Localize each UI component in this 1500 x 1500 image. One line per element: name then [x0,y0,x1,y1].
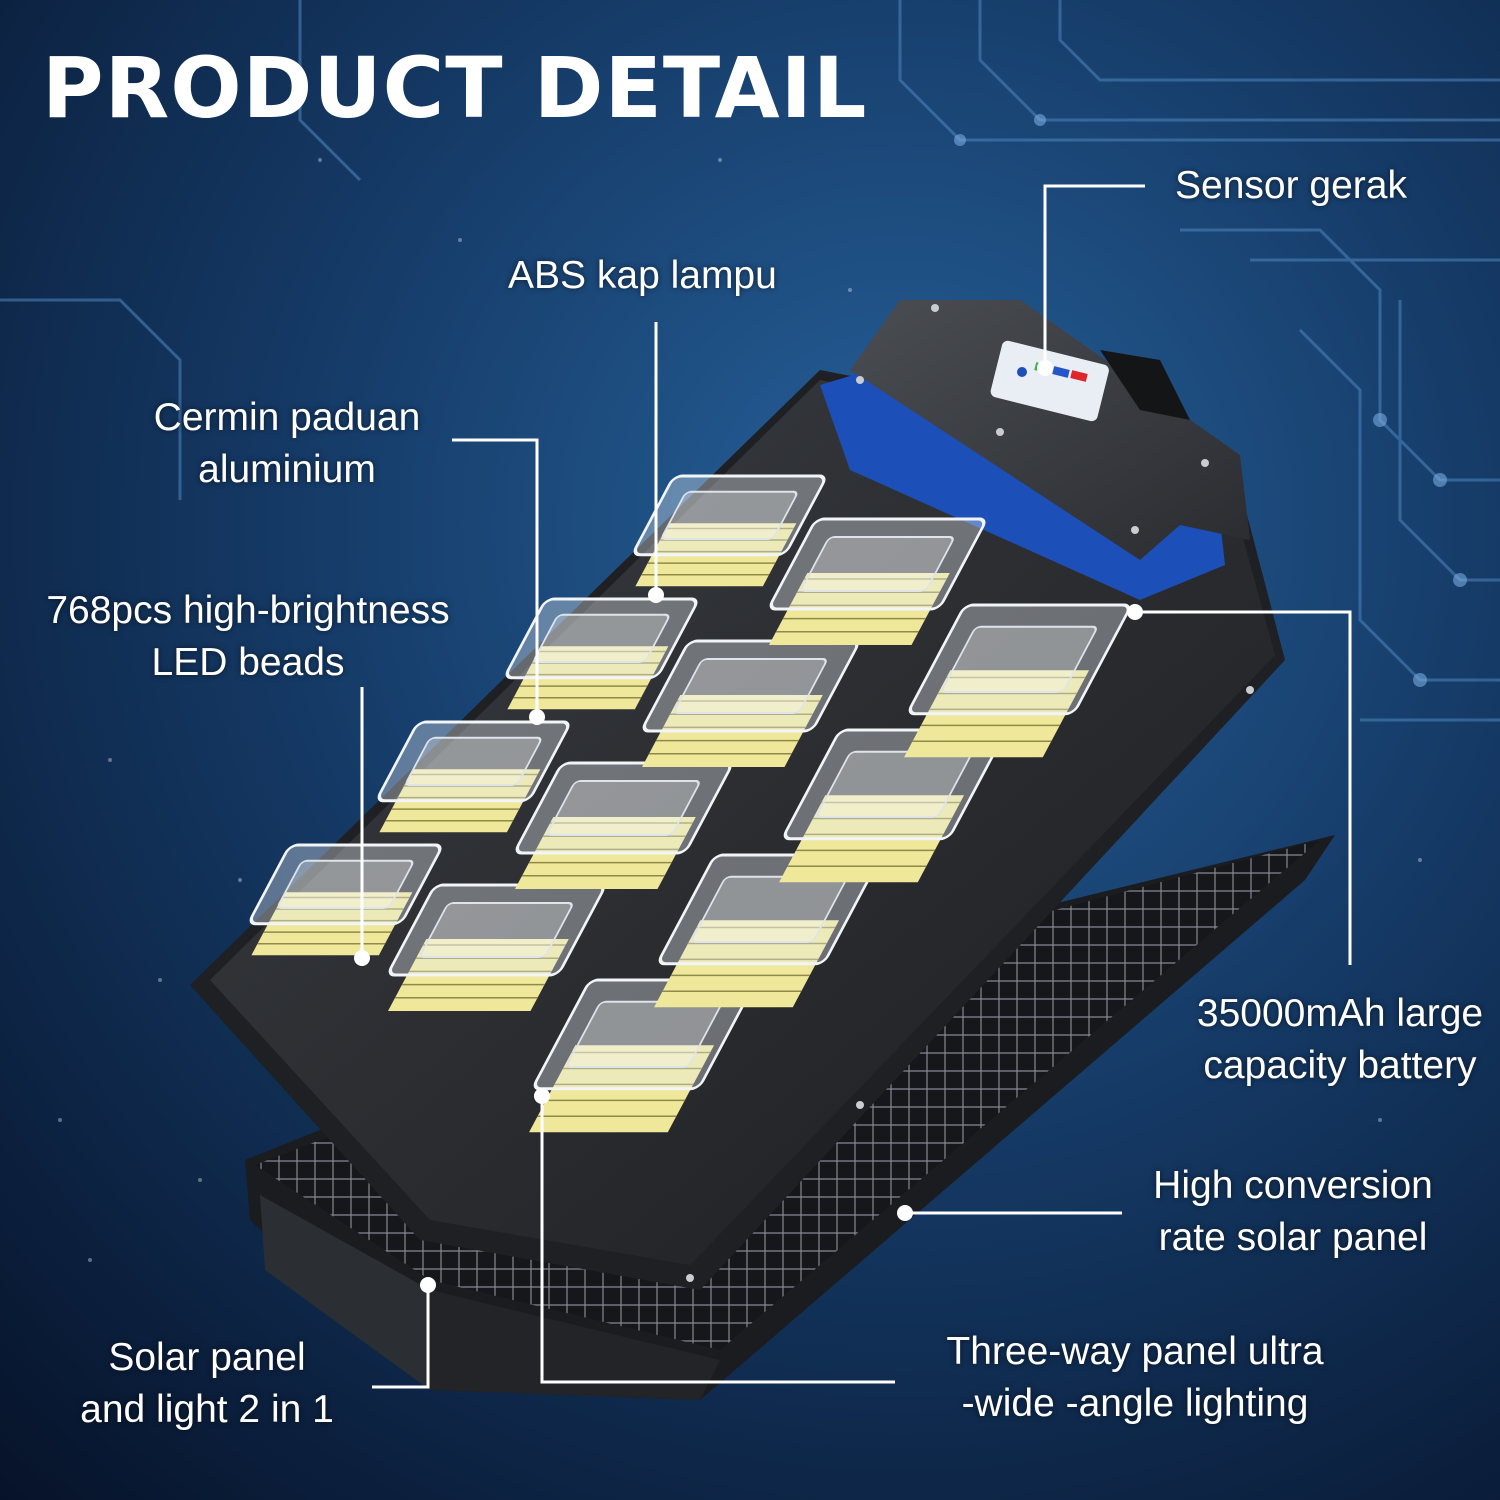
label-sensor: Sensor gerak [1175,160,1407,212]
label-mirror-line1: Cermin paduan [153,396,421,439]
label-battery-line2: capacity battery [1203,1044,1477,1087]
label-panel-line2: rate solar panel [1158,1216,1428,1259]
label-threeway-line2: -wide -angle lighting [961,1382,1309,1425]
label-battery: 35000mAh large capacity battery [1185,988,1495,1092]
label-twoinone-line2: and light 2 in 1 [80,1388,334,1431]
label-led: 768pcs high-brightness LED beads [28,585,468,689]
label-panel-line1: High conversion [1153,1164,1433,1207]
label-panel: High conversion rate solar panel [1138,1160,1448,1264]
label-threeway-line1: Three-way panel ultra [946,1330,1324,1373]
led-module [769,517,986,645]
label-abs: ABS kap lampu [508,250,777,302]
label-mirror-line2: aluminium [198,448,376,491]
led-module [529,978,756,1133]
label-twoinone-line1: Solar panel [108,1336,306,1379]
page-title: PRODUCT DETAIL [42,39,868,137]
label-led-line2: LED beads [151,641,345,684]
label-abs-text: ABS kap lampu [508,254,777,297]
led-module [249,843,442,956]
label-sensor-text: Sensor gerak [1175,164,1407,207]
label-battery-line1: 35000mAh large [1196,992,1484,1035]
label-threeway: Three-way panel ultra -wide -angle light… [925,1326,1345,1430]
led-module [904,603,1131,758]
led-module [642,639,859,767]
led-module [505,597,698,710]
led-module [633,474,826,587]
led-module [377,720,570,833]
label-led-line1: 768pcs high-brightness [46,589,450,632]
label-mirror: Cermin paduan aluminium [142,392,432,496]
label-twoinone: Solar panel and light 2 in 1 [62,1332,352,1436]
led-module [515,761,732,889]
